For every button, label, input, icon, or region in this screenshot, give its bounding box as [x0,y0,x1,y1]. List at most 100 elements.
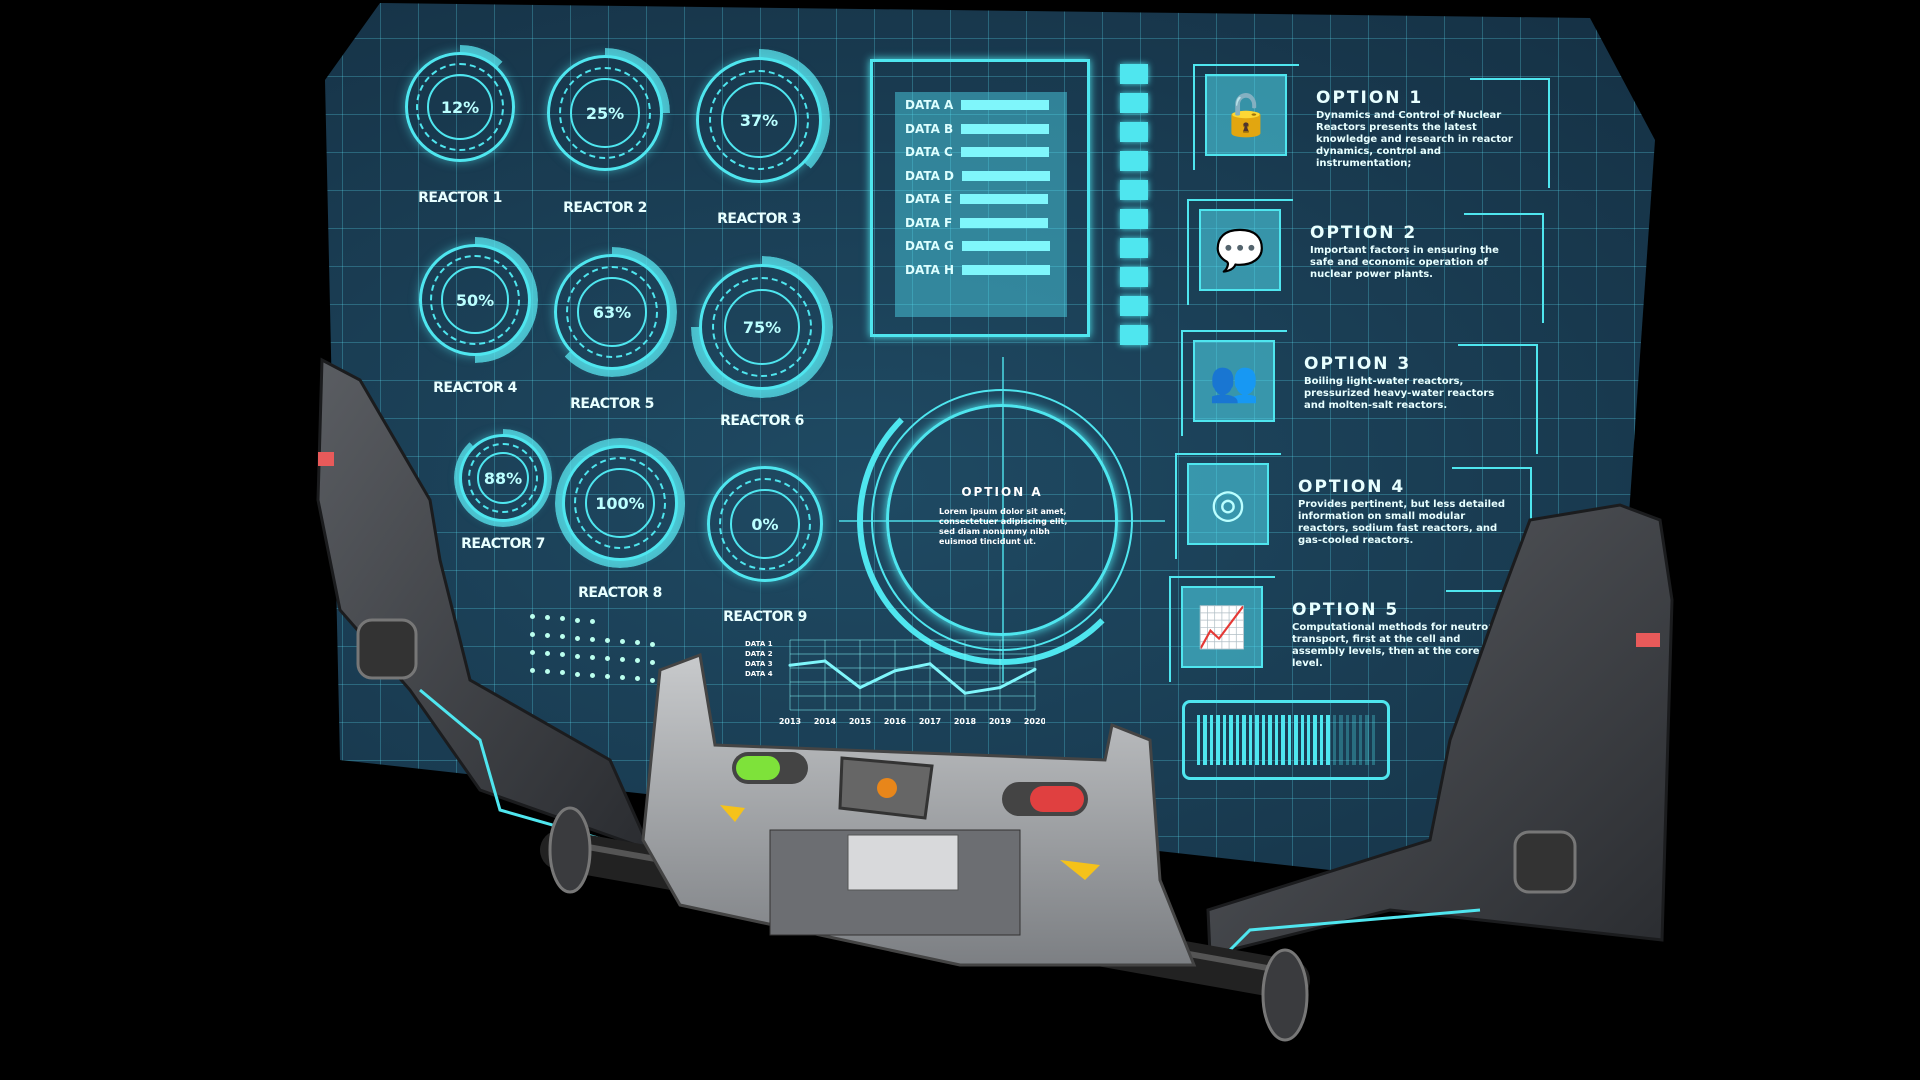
data-list-item[interactable]: DATA D [905,169,1050,183]
users-icon[interactable]: 👥 [1193,340,1275,422]
status-block [1120,267,1148,287]
option-title[interactable]: OPTION 3 [1304,354,1412,374]
indicator-dot [590,654,595,660]
reactor-ring [696,57,822,183]
data-list-item[interactable]: DATA B [905,121,1050,136]
indicator-dot [650,659,655,665]
indicator-dot [620,639,625,645]
data-list-label: DATA C [905,145,953,159]
reactor-ring-inner [577,277,647,347]
data-list-bar [961,241,1050,251]
progress-segment [1332,715,1337,765]
data-list-bar [960,217,1049,228]
data-list-bar [961,123,1050,134]
chart-point [858,686,862,690]
data-list-item[interactable]: DATA A [905,98,1050,112]
progress-segment [1242,715,1246,765]
reactor-percent: 75% [742,317,782,337]
rod-end-right [1261,948,1309,1042]
chart-icon[interactable]: 📈 [1181,586,1263,668]
x-tick-label: 2020 [1024,717,1045,726]
reactor-gauge[interactable]: 50% [412,237,538,363]
y-tick-label: DATA 2 [745,650,773,658]
reactor-ring [562,445,678,561]
x-tick-label: 2014 [814,717,837,726]
progress-segment [1313,715,1317,765]
indicator-dot [560,616,565,622]
reactor-gauge[interactable]: 0% [700,459,830,589]
reactor-ring-inner [730,489,800,559]
reactor-gauge[interactable]: 12% [398,45,522,169]
data-list-item[interactable]: DATA H [905,263,1051,277]
reactor-gauge[interactable]: 25% [540,48,670,178]
progress-segment [1339,715,1343,765]
option-bracket [1187,199,1293,305]
option-frame-line [1464,213,1544,323]
data-list-item[interactable]: DATA C [905,145,1049,159]
option-bracket [1169,576,1275,682]
option-a-target[interactable]: OPTION A Lorem ipsum dolor sit amet, con… [839,357,1165,683]
latch-buckle[interactable] [847,834,959,891]
crosshair-vertical [1002,357,1004,683]
data-list-label: DATA G [905,239,954,253]
left-knob[interactable] [356,618,418,680]
data-list-label: DATA A [905,98,954,112]
option-a-title: OPTION A [961,485,1043,499]
chart-point [998,686,1002,690]
center-button[interactable] [877,778,897,798]
progress-segment [1216,715,1220,765]
x-tick-label: 2018 [954,717,977,726]
reactor-ring-inner [724,289,800,365]
reactor-ring [554,254,670,370]
target-icon[interactable]: ◎ [1187,463,1269,545]
reactor-gauge[interactable]: 75% [691,256,833,398]
data-list-label: DATA E [905,192,953,206]
data-list-item[interactable]: DATA E [905,192,1049,206]
indicator-dot [635,658,640,664]
progress-segment [1197,715,1201,765]
status-block [1120,151,1148,171]
reactor-ring-dashed [565,265,659,359]
reactor-ring-dashed [711,276,813,378]
rod-end-left [548,806,592,894]
chat-bubbles-icon[interactable]: 💬 [1199,209,1281,291]
reactor-gauge[interactable]: 100% [555,438,685,568]
reactor-gauge[interactable]: 37% [688,49,830,191]
right-knob[interactable] [1513,830,1577,894]
lock-icon[interactable]: 🔓 [1205,74,1287,156]
reactor-gauge[interactable]: 63% [547,247,677,377]
x-tick-label: 2016 [884,717,907,726]
option-title[interactable]: OPTION 1 [1316,88,1424,108]
option-a-text: Lorem ipsum dolor sit amet, consectetuer… [939,507,1068,546]
status-block [1120,209,1148,229]
reactor-percent: 100% [595,493,645,513]
data-list-label: DATA B [905,121,954,136]
reactor-ring-inner [570,78,640,148]
reactor-label: REACTOR 8 [578,585,662,601]
reactor-label: REACTOR 2 [563,200,647,216]
progress-segment [1229,715,1233,765]
indicator-dot [590,636,595,642]
reactor-gauge[interactable]: 88% [453,428,553,528]
data-list-bar [960,194,1049,204]
reactor-percent: 0% [751,514,779,534]
option-title[interactable]: OPTION 4 [1298,477,1406,497]
data-list-item[interactable]: DATA G [905,239,1050,253]
reactor-label: REACTOR 6 [720,413,804,429]
indicator-dot [530,650,535,655]
progress-segment [1352,715,1356,765]
progress-segment [1319,715,1324,765]
reactor-percent: 25% [585,103,625,123]
status-block [1120,180,1148,200]
left-indicator-light [318,452,334,466]
reactor-ring-dashed [573,456,667,550]
reactor-ring [405,52,515,162]
status-block [1120,64,1148,84]
data-list-item[interactable]: DATA F [905,216,1049,230]
option-title[interactable]: OPTION 5 [1292,600,1400,620]
progress-segment [1306,715,1311,765]
option-title[interactable]: OPTION 2 [1310,223,1418,243]
chart-point [1033,667,1037,671]
status-block [1120,122,1148,142]
